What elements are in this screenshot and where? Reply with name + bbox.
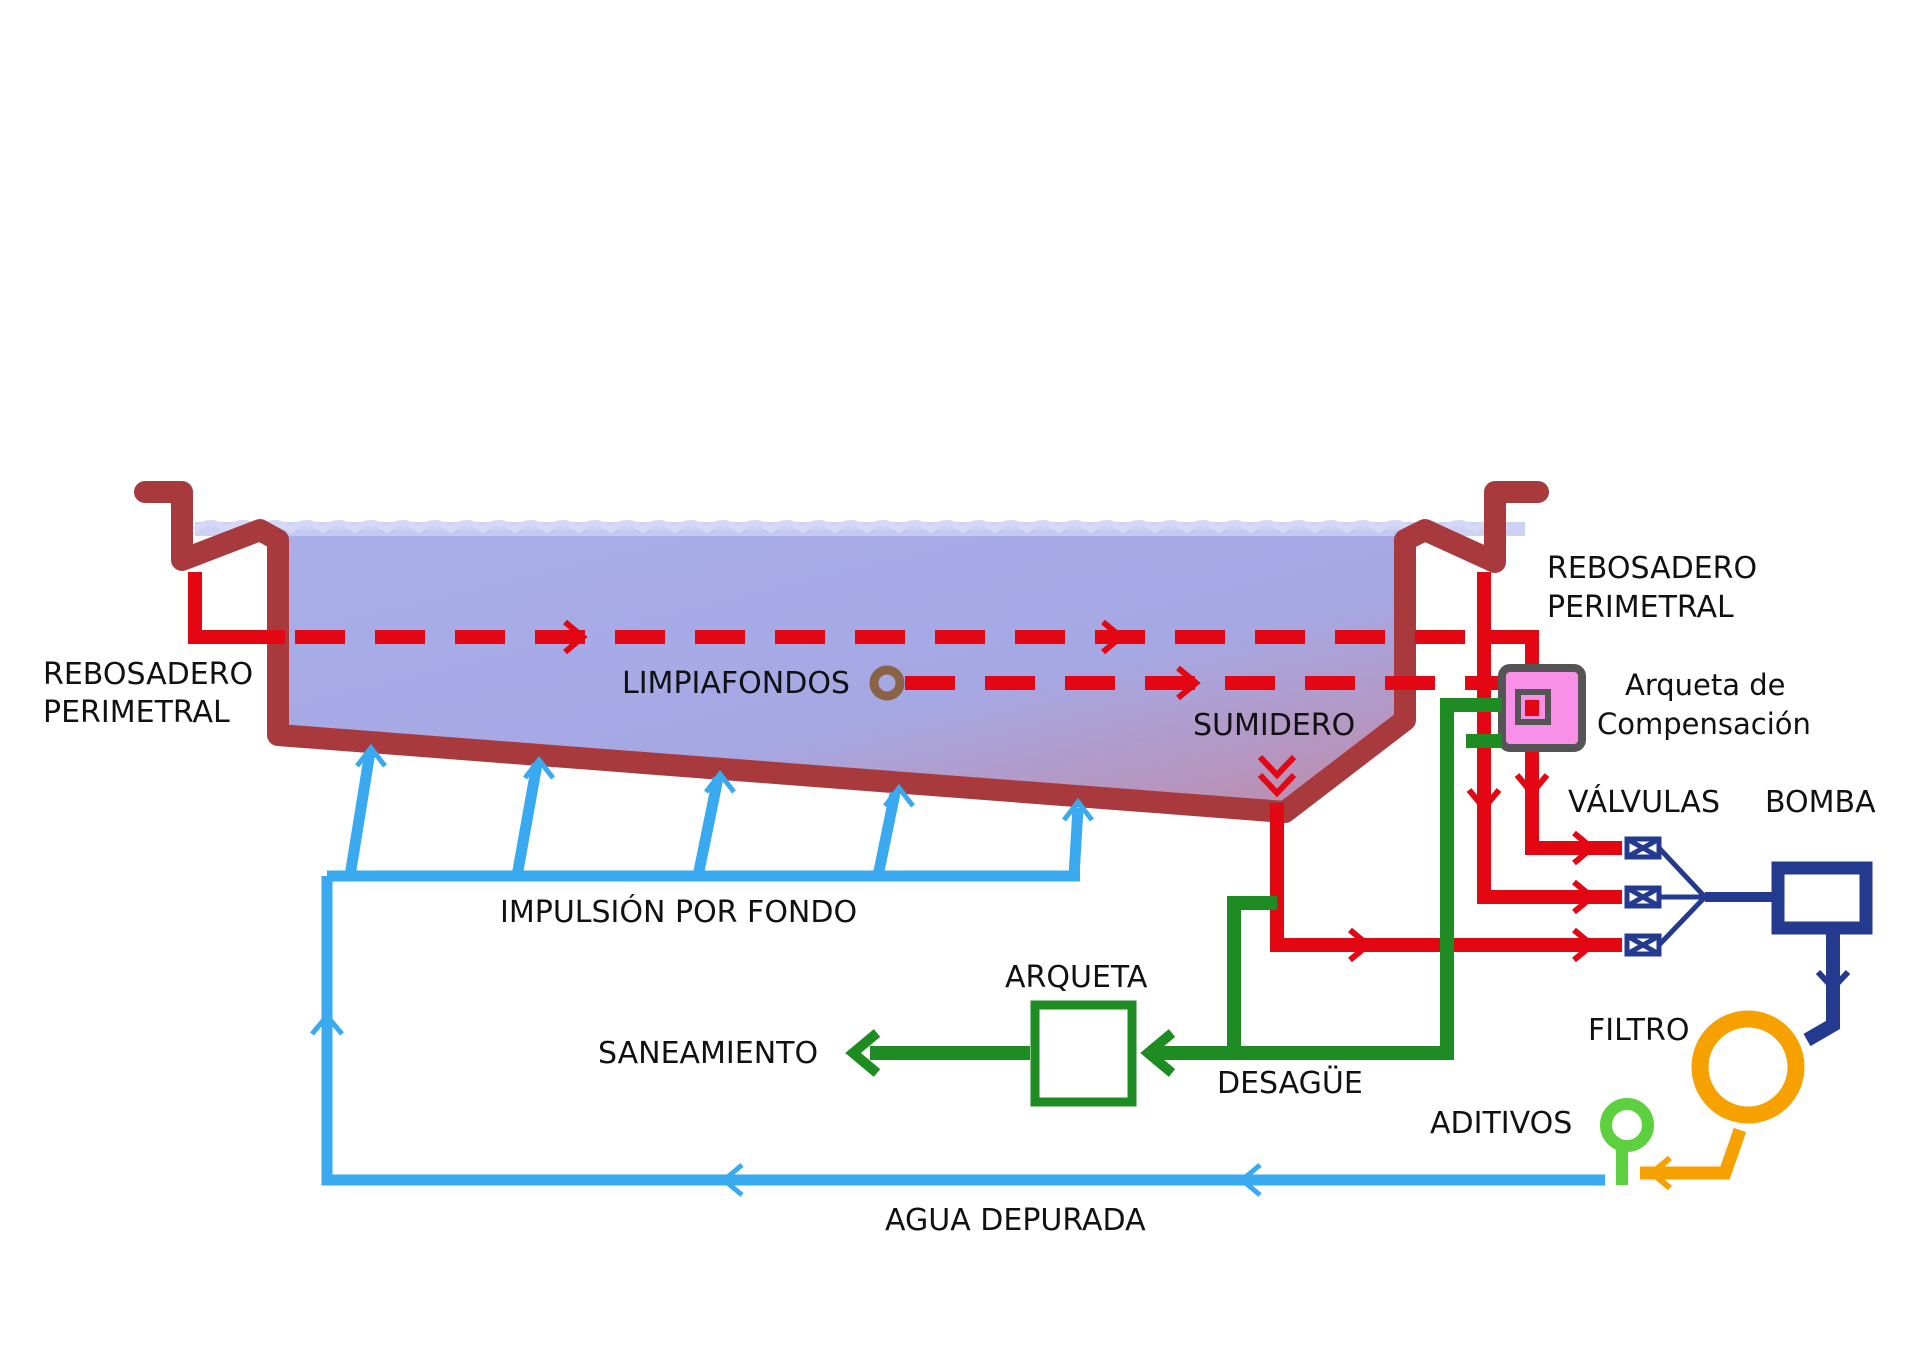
arqueta-box	[1030, 1000, 1137, 1107]
filter	[1640, 1010, 1805, 1191]
arrow-right-v3	[1572, 927, 1597, 963]
arqueta-compensacion-inner	[1515, 689, 1551, 725]
arrow-right-v1	[1572, 830, 1597, 866]
limpiafondos-label: LIMPIAFONDOS	[622, 666, 850, 701]
return-circuit	[321, 751, 1605, 1186]
pump-arrow	[1815, 969, 1851, 993]
rebosadero-left-label-1: REBOSADERO	[43, 657, 253, 692]
sumidero-chevron-2	[1257, 772, 1297, 798]
drain-circuit	[870, 698, 1502, 1060]
rebosadero-left-label-2: PERIMETRAL	[43, 695, 230, 730]
inlet-arrow-2	[523, 755, 555, 780]
arrow-left-arqueta	[1140, 1029, 1176, 1077]
desague-label: DESAGÜE	[1217, 1065, 1363, 1101]
arqueta-compensacion-label-1: Arqueta de	[1625, 668, 1786, 702]
pump-outlet-pipe	[1803, 934, 1840, 1047]
aditivos	[1600, 1098, 1654, 1185]
filter-icon	[1691, 1010, 1805, 1124]
arqueta-compensacion	[1498, 664, 1586, 752]
inlet-5	[1068, 807, 1084, 877]
arqueta-compensacion-box	[1498, 664, 1586, 752]
return-arrows	[310, 743, 1262, 1197]
arrow-left-saneamiento	[845, 1029, 881, 1077]
rebosadero-right-label-2: PERIMETRAL	[1547, 590, 1734, 625]
inlet-arrow-4	[883, 783, 915, 808]
arrow-right-sumidero	[1348, 927, 1373, 963]
left-skimmer-pipe	[188, 572, 285, 644]
inlet-3	[692, 776, 724, 878]
arrow-right-v2	[1572, 879, 1597, 915]
valvulas-label: VÁLVULAS	[1568, 784, 1720, 820]
pool	[134, 481, 1549, 823]
valve-2-icon	[1624, 885, 1662, 909]
drain-from-arqueta	[1148, 698, 1502, 1060]
arqueta-compensacion-outlet	[1525, 700, 1539, 716]
inlet-arrow-1	[355, 743, 387, 768]
inlet-arrow-5	[1062, 797, 1094, 822]
agua-depurada-label: AGUA DEPURADA	[885, 1203, 1146, 1238]
sumidero-pipe	[1270, 803, 1622, 952]
arrow-down-arqueta	[1514, 773, 1550, 798]
rebosadero-right-label-1: REBOSADERO	[1547, 551, 1757, 586]
valve-1-icon	[1624, 836, 1662, 860]
suction-circuit	[188, 572, 1622, 952]
aditivos-label: ADITIVOS	[1430, 1106, 1572, 1141]
inlet-1	[344, 751, 376, 877]
agua-depurada-pipe	[321, 876, 1605, 1186]
sumidero-label: SUMIDERO	[1193, 708, 1355, 743]
filter-arrow	[1647, 1155, 1672, 1191]
arqueta-label: ARQUETA	[1005, 960, 1148, 995]
inlet-4	[872, 791, 901, 878]
pipe-to-valve-mid	[1477, 637, 1622, 904]
arqueta-compensacion-label-2: Compensación	[1597, 707, 1811, 741]
arrow-right-2	[1101, 619, 1126, 655]
valve-manifold	[1657, 846, 1709, 947]
bomba-label: BOMBA	[1765, 785, 1876, 820]
pool-water	[232, 530, 1405, 812]
labels: REBOSADERO PERIMETRAL REBOSADERO PERIMET…	[43, 551, 1876, 1238]
filtro-label: FILTRO	[1588, 1013, 1689, 1048]
suction-arrows	[563, 619, 1597, 963]
arrow-down-mid	[1466, 788, 1502, 813]
arrow-right-3	[1176, 665, 1201, 701]
water-wave-line	[193, 520, 1509, 534]
pump	[1705, 861, 1873, 1047]
return-arrow-left-2	[720, 1163, 744, 1197]
filter-outlet-pipe	[1640, 1127, 1747, 1180]
return-arrow-up	[310, 1012, 344, 1036]
sumidero-chevron-1	[1257, 754, 1297, 780]
limpiafondos-icon	[869, 665, 905, 701]
valve-3-icon	[1624, 933, 1662, 957]
pool-wall	[134, 481, 1549, 823]
pump-box	[1771, 861, 1873, 935]
drain-arrows	[845, 1029, 1176, 1077]
impulsion-label: IMPULSIÓN POR FONDO	[500, 893, 857, 930]
arrow-right-1	[563, 619, 588, 655]
saneamiento-label: SANEAMIENTO	[598, 1036, 818, 1071]
inlet-arrow-3	[704, 769, 736, 794]
drain-from-sumidero	[1227, 896, 1277, 1053]
return-arrow-left-1	[1238, 1163, 1262, 1197]
inlet-2	[511, 763, 543, 877]
aditivos-icon	[1600, 1098, 1654, 1152]
valves	[1624, 836, 1709, 957]
